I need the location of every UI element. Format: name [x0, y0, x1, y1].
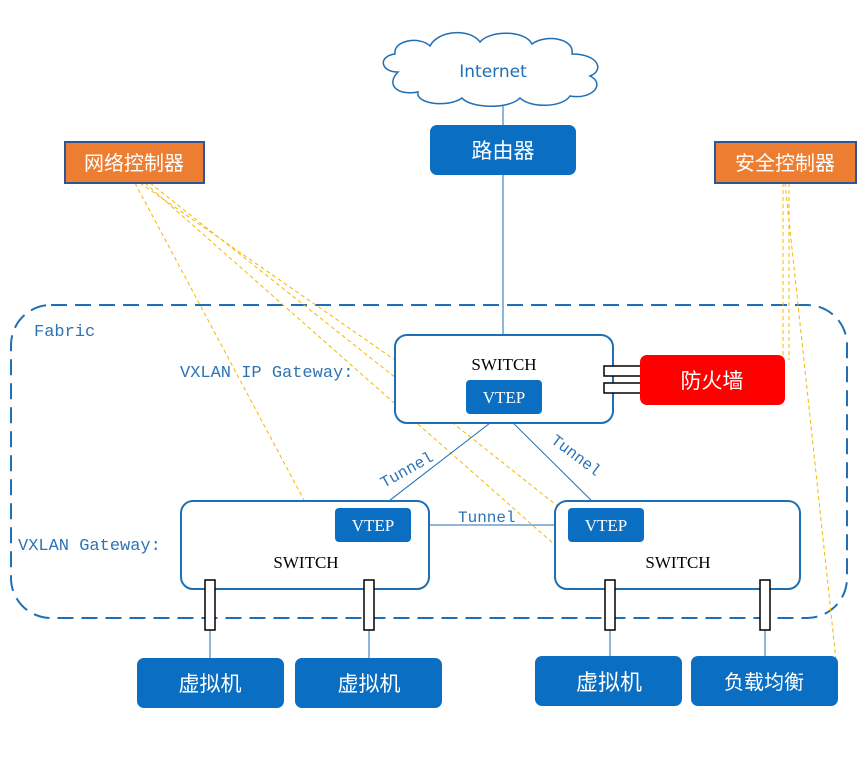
- vtep-right-label: VTEP: [585, 516, 628, 535]
- vm1-box: [137, 658, 284, 708]
- network-controller-box: [64, 141, 205, 184]
- sc-link-loadbalancer: [784, 182, 837, 661]
- nc-link-left-switch: [134, 182, 306, 503]
- vtep-right-box: [568, 508, 644, 542]
- port-vm1: [204, 579, 216, 631]
- nc-link-top-switch: [139, 182, 396, 361]
- vm3-box: [535, 656, 682, 706]
- router-label: 路由器: [472, 139, 535, 163]
- vm-node-1: 虚拟机: [137, 658, 284, 708]
- vtep-left-box: [335, 508, 411, 542]
- internet-label: Internet: [459, 62, 527, 82]
- switch-ports: [204, 579, 771, 631]
- load-balancer-box: [691, 656, 838, 706]
- switch-top-box: [394, 334, 614, 424]
- vm-node-2: 虚拟机: [295, 658, 442, 708]
- port-vm3: [604, 579, 616, 631]
- vxlan-gateway-label: VXLAN Gateway:: [18, 537, 161, 556]
- vtep-left-label: VTEP: [352, 516, 395, 535]
- load-balancer-label: 负载均衡: [724, 670, 804, 694]
- network-controller-node: 网络控制器: [64, 141, 205, 184]
- switch-left: VTEP SWITCH: [180, 500, 430, 590]
- vtep-top-label: VTEP: [483, 388, 526, 407]
- tunnel-label-middle: Tunnel: [458, 509, 516, 527]
- switch-top: SWITCH VTEP: [394, 334, 614, 424]
- switch-right: VTEP SWITCH: [554, 500, 801, 590]
- controller-links: [134, 182, 837, 661]
- firewall-port-a: [603, 365, 645, 377]
- vtep-top-box: [466, 380, 542, 414]
- fabric-label: Fabric: [34, 323, 95, 342]
- port-vm2: [363, 579, 375, 631]
- fabric-boundary: [10, 304, 848, 619]
- security-controller-box: [714, 141, 857, 184]
- firewall-port-b: [603, 382, 645, 394]
- firewall-label: 防火墙: [681, 369, 744, 393]
- security-controller-node: 安全控制器: [714, 141, 857, 184]
- switch-top-label: SWITCH: [471, 355, 536, 374]
- firewall-node: 防火墙: [640, 355, 785, 405]
- vm-node-3: 虚拟机: [535, 656, 682, 706]
- tunnel-line-left: [371, 412, 504, 515]
- vm1-label: 虚拟机: [179, 672, 242, 696]
- internet-cloud: Internet: [382, 31, 599, 107]
- security-controller-label: 安全控制器: [735, 151, 835, 175]
- tunnel-line-right: [502, 412, 606, 515]
- router-node: 路由器: [430, 125, 576, 175]
- nc-link-right-switch: [144, 182, 556, 546]
- firewall-box: [640, 355, 785, 405]
- vm2-label: 虚拟机: [338, 672, 401, 696]
- router-box: [430, 125, 576, 175]
- vm2-box: [295, 658, 442, 708]
- network-controller-label: 网络控制器: [84, 151, 184, 175]
- vm3-label: 虚拟机: [576, 671, 642, 696]
- vxlan-ip-gateway-label: VXLAN IP Gateway:: [180, 364, 353, 383]
- nc-link-right-switch-2: [149, 182, 561, 509]
- switch-right-label: SWITCH: [645, 553, 710, 572]
- switch-left-label: SWITCH: [273, 553, 338, 572]
- load-balancer-node: 负载均衡: [691, 656, 838, 706]
- port-lb: [759, 579, 771, 631]
- tunnel-label-right: Tunnel: [547, 432, 604, 481]
- cloud-icon: [382, 31, 599, 107]
